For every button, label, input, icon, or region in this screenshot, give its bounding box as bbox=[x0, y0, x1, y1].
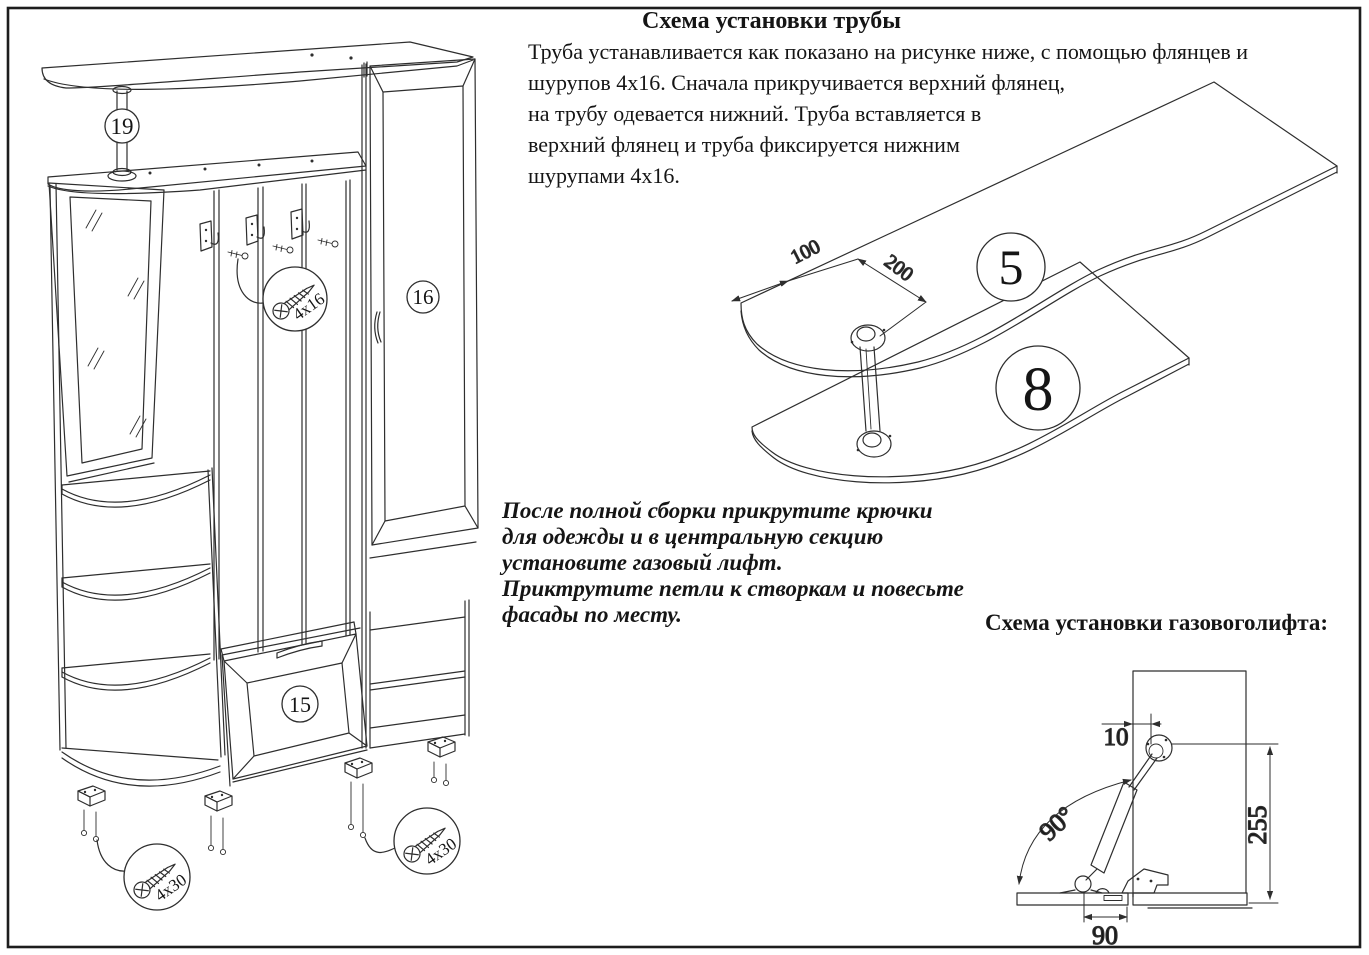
gas-lift-heading: Схема установки газовоголифта: bbox=[985, 610, 1329, 635]
assembly-note: После полной сборки прикрутите крючки дл… bbox=[502, 498, 964, 628]
callout-circle-pipe bbox=[104, 108, 140, 144]
drawer-handle bbox=[276, 640, 323, 654]
hook-screws bbox=[227, 238, 339, 260]
intro-line: шурупов 4х16. Сначала прикручивается вер… bbox=[528, 70, 1066, 95]
intro-line: на трубу одевается нижний. Труба вставля… bbox=[528, 101, 982, 126]
side-panel bbox=[1132, 670, 1247, 898]
lower-shelf-panel bbox=[751, 261, 1190, 484]
gas-lift-strut bbox=[1085, 734, 1173, 881]
intro-paragraph: Труба устанавливается как показано на ри… bbox=[528, 36, 1248, 191]
intro-line: Труба устанавливается как показано на ри… bbox=[528, 39, 1249, 64]
dim-90: 90 bbox=[1092, 921, 1118, 950]
base-board bbox=[1132, 892, 1248, 906]
callout-circle-shelf8 bbox=[995, 345, 1081, 431]
catch-bracket bbox=[1121, 868, 1169, 894]
dim-90deg: 90° bbox=[1033, 801, 1079, 847]
back-slats bbox=[213, 179, 351, 661]
shoe-compartment bbox=[369, 599, 470, 749]
corner-shelves bbox=[61, 470, 221, 787]
note-line: для одежды и в центральную секцию bbox=[502, 524, 884, 549]
mirror-shine-marks bbox=[85, 209, 147, 438]
note-line: Приктрутите петли к створкам и повесьте bbox=[502, 576, 964, 601]
pipe-assembly-callouts: 5 8 bbox=[976, 232, 1081, 431]
pipe-dimension-lines bbox=[731, 258, 927, 337]
connecting-pipe bbox=[850, 324, 892, 458]
leader-4x16 bbox=[236, 258, 264, 304]
dim-100: 100 bbox=[787, 235, 824, 268]
note-line: фасады по месту. bbox=[502, 602, 682, 627]
mirror-panel bbox=[48, 182, 165, 483]
callout-shelf5-number: 5 bbox=[999, 239, 1024, 295]
note-line: установите газовый лифт. bbox=[502, 550, 783, 575]
callout-circle-screw-4x16 bbox=[262, 266, 328, 332]
gas-lift-dimension-lines bbox=[1016, 713, 1279, 923]
gas-lift-diagram: 10 255 90° 90 bbox=[1016, 670, 1279, 951]
callout-circle-screw-4x30-right bbox=[393, 807, 461, 875]
callout-circle-drawer bbox=[281, 685, 319, 723]
dim-200: 200 bbox=[880, 250, 917, 286]
intro-line: верхний флянец и труба фиксируется нижни… bbox=[528, 132, 960, 157]
callout-circle-shelf5 bbox=[976, 232, 1046, 302]
leader-4x30-left bbox=[96, 839, 127, 872]
open-flap bbox=[1016, 892, 1129, 906]
drawer-flap bbox=[220, 621, 368, 787]
dim-10: 10 bbox=[1104, 724, 1129, 751]
callout-pipe-number: 19 bbox=[111, 114, 134, 139]
leader-4x30-right bbox=[364, 837, 396, 853]
flap-hinge bbox=[1059, 875, 1110, 894]
canopy-shelf bbox=[41, 41, 474, 90]
page-border bbox=[6, 6, 1362, 949]
furniture-drawing bbox=[41, 41, 479, 872]
furniture-callouts: 19 16 15 4x16 4x30 4x30 bbox=[104, 108, 461, 911]
intro-line: шурупами 4х16. bbox=[528, 163, 680, 188]
feet-screws bbox=[80, 761, 450, 856]
callout-drawer-number: 15 bbox=[289, 692, 311, 717]
page-title: Схема установки трубы bbox=[642, 8, 901, 34]
callout-circle-door bbox=[406, 280, 440, 314]
cabinet-top-shelf bbox=[47, 151, 367, 195]
left-side-edge bbox=[49, 185, 61, 751]
dim-255: 255 bbox=[1243, 806, 1272, 845]
coat-hooks bbox=[199, 208, 310, 252]
tall-door bbox=[361, 58, 479, 749]
callout-circle-screw-4x30-left bbox=[123, 843, 191, 911]
adjustable-feet bbox=[77, 736, 456, 812]
callout-shelf8-number: 8 bbox=[1023, 356, 1054, 424]
note-line: После полной сборки прикрутите крючки bbox=[502, 498, 933, 523]
top-shelf-panel bbox=[740, 81, 1338, 378]
door-handle bbox=[374, 311, 379, 344]
callout-door-number: 16 bbox=[413, 285, 434, 309]
